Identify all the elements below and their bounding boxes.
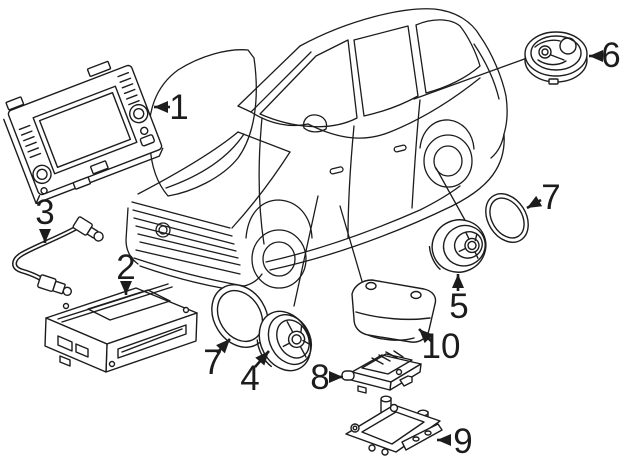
button-ticks-left — [18, 124, 42, 159]
front-grille — [125, 201, 263, 293]
callout-label-4: 4 — [240, 359, 259, 398]
callout-arrow-10 — [418, 328, 434, 344]
module-connector — [341, 370, 355, 381]
callout-label-10: 10 — [422, 327, 461, 366]
speaker-trim-ring-rear — [485, 193, 529, 243]
speaker-rear-door — [428, 219, 487, 273]
speaker-front-door — [256, 310, 313, 372]
cable-connector-bottom — [37, 274, 73, 297]
callout-labels: 1 2 3 4 5 6 7 7 8 9 10 — [35, 36, 620, 461]
leader-to-antenna-6 — [413, 56, 531, 100]
button-ticks-right — [117, 71, 140, 106]
leader-to-speaker-4 — [293, 195, 319, 307]
callout-label-1: 1 — [169, 88, 188, 127]
callout-arrow-7b — [526, 195, 543, 210]
roof-antenna-base — [524, 31, 588, 85]
roof-line — [299, 8, 508, 159]
tune-knob — [129, 103, 149, 124]
leader-lines — [293, 56, 531, 307]
front-wheel — [245, 199, 313, 289]
engine-bay — [137, 131, 291, 229]
speaker-trim-ring-front — [211, 284, 269, 348]
amplifier-box — [44, 283, 198, 373]
callout-label-7a: 7 — [203, 343, 222, 382]
control-module — [341, 350, 422, 394]
callout-arrow-7a — [216, 338, 231, 354]
module-bracket — [345, 395, 443, 456]
doors — [258, 99, 421, 245]
open-hood — [148, 49, 257, 197]
callout-label-2: 2 — [116, 248, 135, 287]
callout-arrows — [39, 50, 603, 446]
callout-label-8: 8 — [310, 358, 329, 397]
beltline — [307, 77, 481, 139]
side-windows — [259, 19, 481, 128]
callout-label-9: 9 — [453, 422, 472, 461]
callout-label-5: 5 — [449, 287, 468, 326]
rear-wheel — [419, 119, 475, 188]
leader-to-cover-10 — [339, 205, 365, 289]
radio-head-unit — [3, 60, 164, 205]
callout-arrow-4 — [254, 350, 270, 368]
car-illustration — [125, 8, 508, 293]
windshield — [237, 45, 312, 127]
callout-label-7b: 7 — [541, 178, 560, 217]
side-mirror — [302, 114, 328, 133]
antenna-cable — [12, 216, 104, 297]
leader-to-speaker-5 — [435, 167, 467, 223]
callout-label-3: 3 — [35, 193, 54, 232]
callout-label-6: 6 — [601, 36, 620, 75]
volume-knob — [32, 164, 52, 185]
cable-connector-top — [72, 216, 104, 242]
